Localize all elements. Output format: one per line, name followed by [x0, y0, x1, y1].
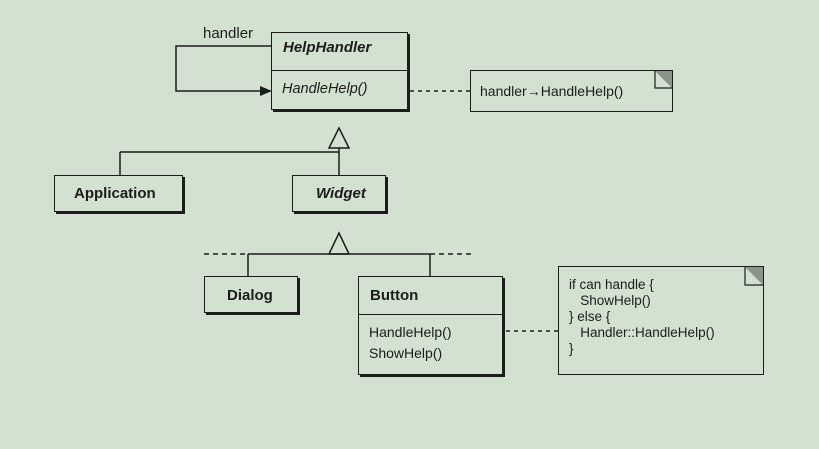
note-folded-corner-icon	[744, 267, 763, 286]
button-note: if can handle { ShowHelp() } else { Hand…	[558, 266, 764, 375]
help-handler-inheritance-triangle	[327, 126, 351, 149]
widget-class-name: Widget	[316, 185, 366, 202]
handler-association-label: handler	[203, 25, 254, 42]
button-class: Button HandleHelp() ShowHelp()	[358, 276, 503, 375]
button-operation-show-help: ShowHelp()	[369, 345, 443, 361]
note-folded-corner-icon	[654, 71, 672, 89]
note-line: Handler::HandleHelp()	[569, 325, 715, 340]
button-class-name: Button	[370, 287, 419, 304]
note-line: }	[569, 341, 574, 356]
widget-class: Widget	[292, 175, 386, 212]
help-handler-note-text: handler→HandleHelp()	[480, 83, 624, 99]
handler-self-association	[175, 45, 272, 92]
button-note-body: if can handle { ShowHelp() } else { Hand…	[569, 277, 715, 357]
dialog-class-name: Dialog	[227, 287, 273, 304]
application-class: Application	[54, 175, 183, 212]
help-handler-class-name: HelpHandler	[283, 39, 372, 56]
help-handler-operation: HandleHelp()	[282, 81, 368, 97]
dialog-class: Dialog	[204, 276, 298, 313]
button-operation-handle-help: HandleHelp()	[369, 324, 452, 340]
handler-association-arrowhead	[260, 86, 272, 96]
note-line: } else {	[569, 309, 611, 324]
note-line: ShowHelp()	[569, 293, 651, 308]
application-class-name: Application	[74, 185, 156, 202]
help-handler-note: handler→HandleHelp()	[470, 70, 673, 112]
help-handler-class: HelpHandler HandleHelp()	[271, 32, 408, 110]
note-line: if can handle {	[569, 277, 654, 292]
widget-inheritance-triangle	[327, 231, 351, 255]
